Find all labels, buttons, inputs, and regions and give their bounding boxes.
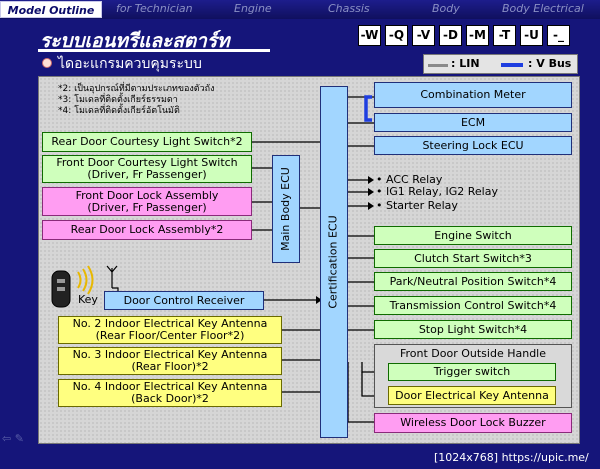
front-door-courtesy-line1: Front Door Courtesy Light Switch (56, 156, 238, 169)
legend-vbus-label: : V Bus (528, 57, 572, 70)
tab-for-technician[interactable]: for Technician (116, 2, 193, 15)
transmission-control-switch-label: Transmission Control Switch*4 (389, 298, 557, 312)
legend-vbus-line (501, 63, 523, 67)
no4-indoor-key-antenna: No. 4 Indoor Electrical Key Antenna (Bac… (58, 379, 282, 407)
relay-starter: • Starter Relay (376, 199, 458, 212)
transmission-control-switch: Transmission Control Switch*4 (374, 296, 572, 315)
back-arrow-icon[interactable]: ⇦ (2, 432, 12, 445)
front-door-courtesy-light-switch: Front Door Courtesy Light Switch (Driver… (42, 155, 252, 183)
front-door-courtesy-line2: (Driver, Fr Passenger) (87, 168, 207, 181)
page-title: ระบบเอนทรีและสตาร์ท (40, 30, 230, 52)
certification-ecu-label: Certification ECU (327, 215, 340, 309)
relay-acc-label: ACC Relay (386, 173, 443, 186)
footnote-3: *3: โมเดลที่ติดตั้งเกียร์ธรรมดา (58, 95, 178, 105)
main-body-ecu: Main Body ECU (272, 155, 300, 263)
wireless-door-lock-buzzer: Wireless Door Lock Buzzer (374, 413, 572, 433)
rear-door-courtesy-label: Rear Door Courtesy Light Switch*2 (51, 135, 243, 148)
top-tab-bar: Model Outline for Technician Engine Chas… (0, 0, 600, 19)
footnotes: *2: เป็นอุปกรณ์ที่มีตามประเภทของตัวถัง *… (58, 84, 215, 117)
no3-indoor-key-antenna: No. 3 Indoor Electrical Key Antenna (Rea… (58, 347, 282, 375)
no3-antenna-line2: (Rear Floor)*2 (131, 360, 209, 373)
front-door-lock-line2: (Driver, Fr Passenger) (87, 200, 207, 214)
section-button-t[interactable]: -T (493, 25, 516, 46)
pen-icon[interactable]: ✎ (14, 432, 24, 445)
no4-antenna-line1: No. 4 Indoor Electrical Key Antenna (72, 380, 268, 393)
rear-door-lock-label: Rear Door Lock Assembly*2 (70, 223, 224, 236)
park-neutral-switch-label: Park/Neutral Position Switch*4 (389, 274, 557, 288)
tab-body[interactable]: Body (432, 2, 460, 15)
subheading: ไดอะแกรมควบคุมระบบ (58, 56, 202, 72)
rear-door-courtesy-light-switch: Rear Door Courtesy Light Switch*2 (42, 132, 252, 152)
nav-arrows[interactable]: ⇦ ✎ (2, 432, 24, 445)
trigger-switch-label: Trigger switch (433, 365, 511, 378)
combination-meter-label: Combination Meter (420, 88, 526, 101)
no4-antenna-line2: (Back Door)*2 (131, 392, 209, 405)
footer-watermark: [1024x768] https://upic.me/ (434, 451, 589, 464)
door-electrical-key-antenna: Door Electrical Key Antenna (388, 386, 556, 405)
relay-ig: • IG1 Relay, IG2 Relay (376, 185, 498, 198)
legend-lin-label: : LIN (451, 57, 480, 70)
tab-chassis[interactable]: Chassis (328, 2, 370, 15)
combination-meter: Combination Meter (374, 82, 572, 108)
key-fob-icon (51, 265, 119, 308)
relay-starter-label: Starter Relay (386, 199, 458, 212)
section-button-w[interactable]: -W (358, 25, 381, 46)
section-button-q[interactable]: -Q (385, 25, 408, 46)
section-button-v[interactable]: -V (412, 25, 435, 46)
steering-lock-ecu: Steering Lock ECU (374, 136, 572, 155)
main-body-ecu-label-wrap: Main Body ECU (273, 156, 299, 262)
ecm: ECM (374, 113, 572, 132)
front-door-outside-handle-label: Front Door Outside Handle (399, 347, 547, 360)
key-label: Key (78, 293, 98, 306)
trigger-switch: Trigger switch (388, 363, 556, 381)
legend-lin-line (428, 64, 448, 67)
legend: : LIN : V Bus (423, 54, 578, 74)
section-button-d[interactable]: -D (439, 25, 462, 46)
no2-antenna-line2: (Rear Floor/Center Floor*2) (95, 329, 245, 342)
certification-ecu: Certification ECU (320, 86, 348, 438)
no2-indoor-key-antenna: No. 2 Indoor Electrical Key Antenna (Rea… (58, 316, 282, 344)
tab-body-electrical[interactable]: Body Electrical (502, 2, 584, 15)
wireless-door-lock-buzzer-label: Wireless Door Lock Buzzer (400, 416, 546, 429)
no2-antenna-line1: No. 2 Indoor Electrical Key Antenna (72, 317, 268, 330)
stop-light-switch-label: Stop Light Switch*4 (418, 322, 528, 336)
main-body-ecu-label: Main Body ECU (279, 167, 293, 251)
relay-ig-label: IG1 Relay, IG2 Relay (386, 185, 498, 198)
certification-ecu-label-wrap: Certification ECU (321, 87, 347, 437)
front-door-lock-line1: Front Door Lock Assembly (75, 188, 219, 202)
ecm-label: ECM (460, 115, 486, 129)
section-button-underscore[interactable]: -_ (547, 25, 570, 46)
steering-lock-ecu-label: Steering Lock ECU (422, 138, 524, 152)
front-door-lock-assembly: Front Door Lock Assembly (Driver, Fr Pas… (42, 187, 252, 216)
stop-light-switch: Stop Light Switch*4 (374, 320, 572, 339)
engine-switch: Engine Switch (374, 226, 572, 245)
section-button-m[interactable]: -M (466, 25, 489, 46)
park-neutral-position-switch: Park/Neutral Position Switch*4 (374, 272, 572, 291)
no3-antenna-line1: No. 3 Indoor Electrical Key Antenna (72, 348, 268, 361)
rear-door-lock-assembly: Rear Door Lock Assembly*2 (42, 220, 252, 240)
tab-model-outline[interactable]: Model Outline (0, 1, 102, 18)
door-electrical-key-antenna-label: Door Electrical Key Antenna (395, 388, 549, 402)
section-button-u[interactable]: -U (520, 25, 543, 46)
footnote-4: *4: โมเดลที่ติดตั้งเกียร์อัตโนมัติ (58, 106, 180, 116)
bullet-icon (42, 58, 52, 68)
relay-acc: • ACC Relay (376, 173, 443, 186)
door-control-receiver-label: Door Control Receiver (123, 293, 245, 307)
tab-engine[interactable]: Engine (234, 2, 272, 15)
title-underline (38, 49, 270, 52)
clutch-start-switch-label: Clutch Start Switch*3 (414, 251, 532, 265)
engine-switch-label: Engine Switch (434, 228, 512, 242)
footnote-2: *2: เป็นอุปกรณ์ที่มีตามประเภทของตัวถัง (58, 84, 215, 94)
door-control-receiver: Door Control Receiver (104, 291, 264, 310)
clutch-start-switch: Clutch Start Switch*3 (374, 249, 572, 268)
